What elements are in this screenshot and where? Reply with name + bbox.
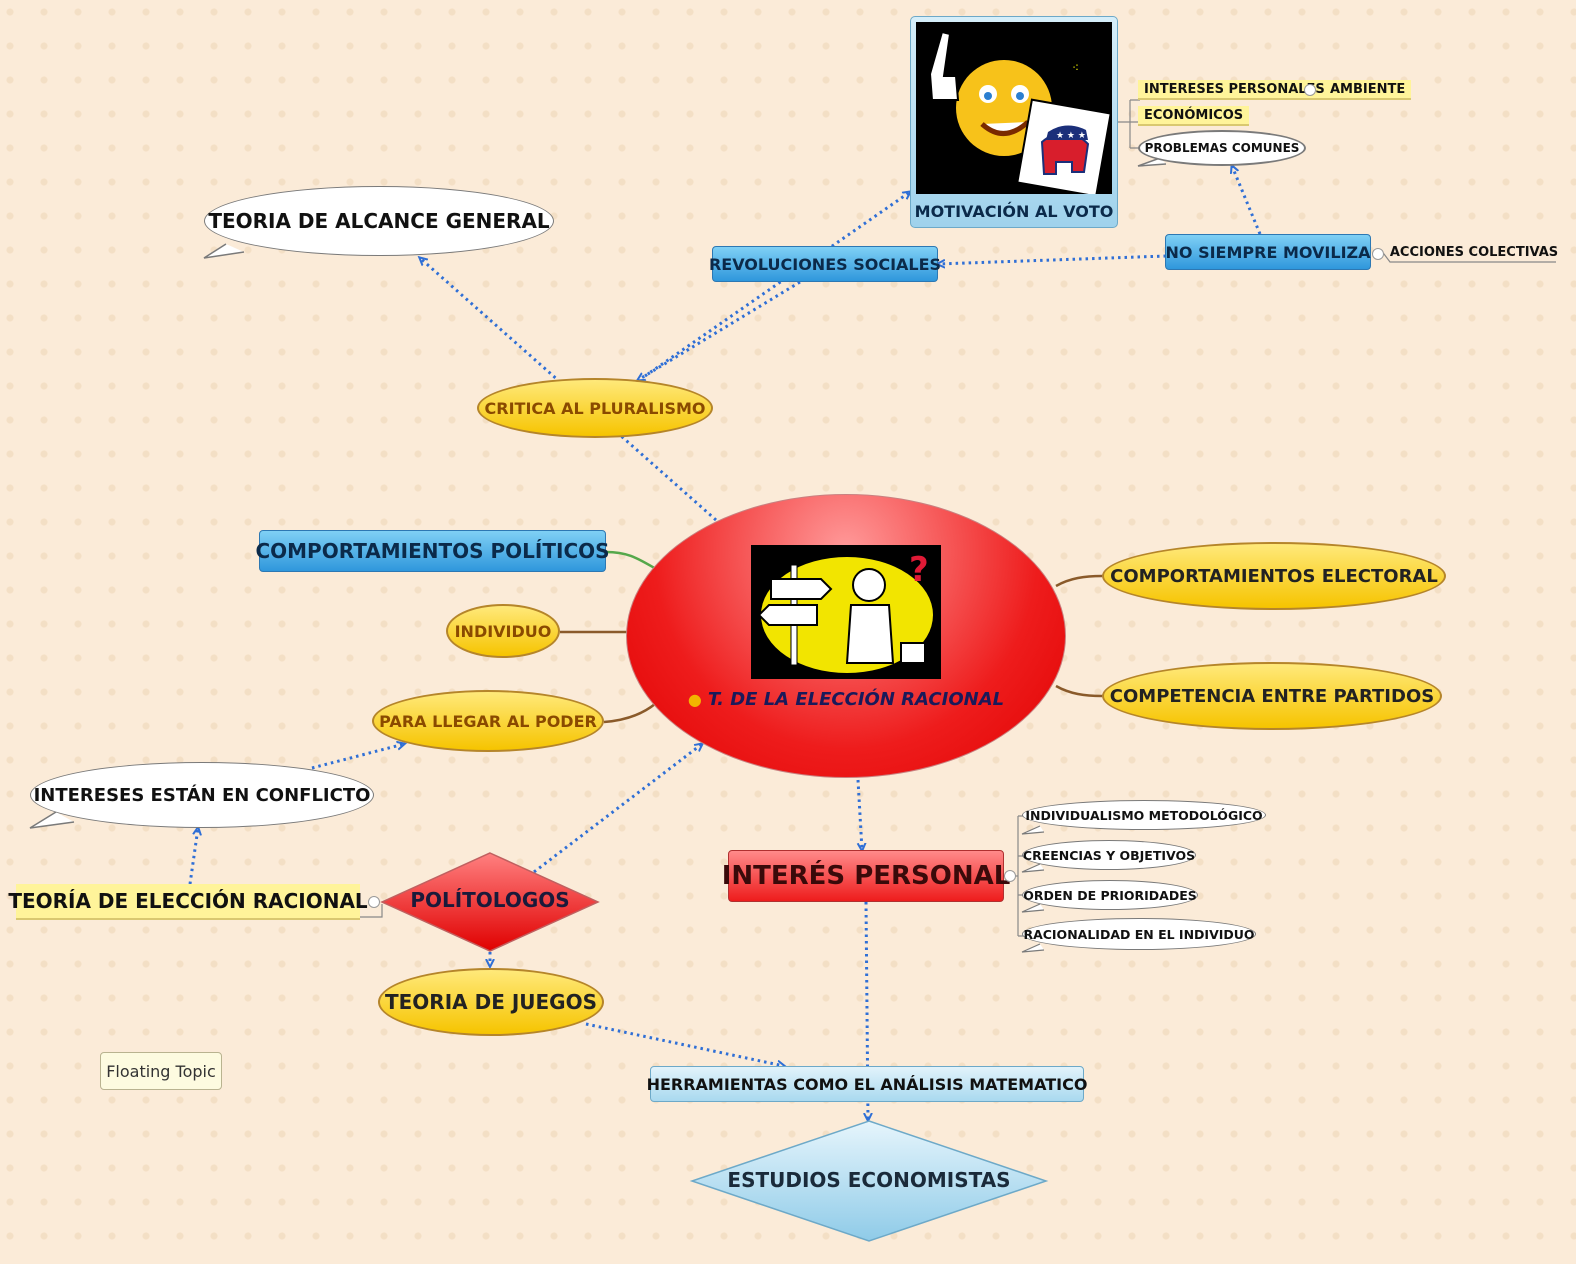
branch-comportamientos-electoral (1055, 574, 1103, 588)
svg-text:?: ? (909, 550, 929, 590)
relationship-critica-to-motivacion (644, 192, 910, 378)
topic-label: RACIONALIDAD EN EL INDIVIDUO (1023, 926, 1255, 942)
smiley-vote-icon: ★ ★ ★ ⁖ (928, 30, 1112, 194)
topic-label: ESTUDIOS ECONOMISTAS (727, 1168, 1011, 1192)
topic-label: INDIVIDUO (454, 621, 552, 641)
topic-orden-prioridades[interactable]: ORDEN DE PRIORIDADES (1022, 880, 1198, 910)
topic-economicos[interactable]: ECONÓMICOS (1138, 106, 1250, 126)
topic-label: POLÍTOLOGOS (410, 888, 570, 912)
central-picture: ? (751, 544, 941, 679)
relationship-teoria-to-conflicto (188, 828, 198, 885)
topic-comportamientos-electoral[interactable]: COMPORTAMIENTOS ELECTORAL (1102, 542, 1446, 610)
collapse-toggle-moviliza[interactable] (1372, 248, 1384, 260)
topic-label: CREENCIAS Y OBJETIVOS (1022, 847, 1196, 863)
topic-label: HERRAMIENTAS COMO EL ANÁLISIS MATEMATICO (646, 1074, 1088, 1094)
lightbulb-icon: ● (687, 689, 702, 709)
topic-revoluciones-sociales[interactable]: REVOLUCIONES SOCIALES (708, 246, 942, 282)
topic-motivacion-voto[interactable]: ★ ★ ★ ⁖ MOTIVACIÓN AL VOTO (910, 16, 1118, 228)
floating-topic[interactable]: Floating Topic (100, 1052, 222, 1090)
relationship-juegos-to-herramientas (585, 1022, 784, 1066)
topic-comportamientos-politicos[interactable]: COMPORTAMIENTOS POLÍTICOS (255, 530, 610, 572)
diamond-shape (380, 852, 600, 952)
sub-branch-motivacion (1118, 99, 1140, 149)
svg-text:⁖: ⁖ (1072, 61, 1079, 75)
topic-para-llegar-poder[interactable]: PARA LLEGAR AL PODER (372, 690, 604, 752)
topic-label: REVOLUCIONES SOCIALES (708, 254, 942, 274)
relationship-conflicto-to-poder (311, 744, 404, 770)
topic-label: NO SIEMPRE MOVILIZA (1165, 242, 1371, 262)
topic-critica-pluralismo[interactable]: CRITICA AL PLURALISMO (477, 378, 713, 438)
motivacion-picture: ★ ★ ★ ⁖ (916, 22, 1112, 194)
topic-label: ORDEN DE PRIORIDADES (1023, 887, 1197, 903)
topic-label: INTERÉS PERSONAL (721, 861, 1011, 891)
sub-branch-teoria-eleccion (360, 904, 383, 918)
topic-teoria-eleccion-racional[interactable]: TEORÍA DE ELECCIÓN RACIONAL (8, 884, 368, 920)
central-title: ● T. DE LA ELECCIÓN RACIONAL (687, 688, 1005, 710)
topic-problemas-comunes[interactable]: PROBLEMAS COMUNES (1138, 130, 1306, 166)
topic-label: COMPORTAMIENTOS ELECTORAL (1110, 565, 1438, 587)
collapse-toggle-interes[interactable] (1004, 870, 1016, 882)
topic-intereses-personales[interactable]: INTERESES PERSONALES (1138, 80, 1331, 100)
relationship-revoluciones-to-critica (638, 280, 801, 380)
relationship-politologos-to-center (533, 744, 702, 874)
topic-individualismo[interactable]: INDIVIDUALISMO METODOLÓGICO (1022, 800, 1266, 830)
topic-estudios-economistas[interactable]: ESTUDIOS ECONOMISTAS (689, 1120, 1049, 1242)
topic-ambiente[interactable]: AMBIENTE (1324, 80, 1412, 100)
collapse-toggle-intereses[interactable] (1304, 84, 1316, 96)
central-topic[interactable]: ? ● T. DE LA ELECCIÓN RACIONAL (626, 494, 1066, 778)
topic-label: AMBIENTE (1330, 81, 1406, 97)
topic-label: INTERESES ESTÁN EN CONFLICTO (33, 784, 371, 806)
topic-herramientas[interactable]: HERRAMIENTAS COMO EL ANÁLISIS MATEMATICO (647, 1066, 1087, 1102)
collapse-toggle-teoria[interactable] (368, 896, 380, 908)
topic-label: MOTIVACIÓN AL VOTO (914, 202, 1114, 221)
topic-interes-personal[interactable]: INTERÉS PERSONAL (722, 850, 1010, 902)
topic-label: TEORIA DE ALCANCE GENERAL (208, 209, 550, 233)
topic-no-siempre-moviliza[interactable]: NO SIEMPRE MOVILIZA (1165, 234, 1371, 270)
topic-label: INDIVIDUALISMO METODOLÓGICO (1025, 807, 1263, 823)
topic-racionalidad[interactable]: RACIONALIDAD EN EL INDIVIDUO (1022, 918, 1256, 950)
topic-acciones-colectivas[interactable]: ACCIONES COLECTIVAS (1389, 242, 1559, 262)
topic-individuo[interactable]: INDIVIDUO (446, 604, 560, 658)
topic-label: TEORIA DE JUEGOS (385, 990, 597, 1014)
topic-label: PROBLEMAS COMUNES (1144, 141, 1300, 155)
signpost-detective-icon: ? (757, 550, 933, 673)
topic-intereses-conflicto[interactable]: INTERESES ESTÁN EN CONFLICTO (30, 762, 374, 828)
diamond-shape (689, 1120, 1049, 1242)
topic-label: PARA LLEGAR AL PODER (379, 711, 597, 731)
branch-competencia-partidos (1055, 684, 1103, 698)
topic-label: TEORÍA DE ELECCIÓN RACIONAL (8, 889, 368, 913)
relationship-moviliza-to-revoluciones (938, 254, 1167, 264)
topic-politologos[interactable]: POLÍTOLOGOS (380, 852, 600, 952)
topic-competencia-partidos[interactable]: COMPETENCIA ENTRE PARTIDOS (1102, 662, 1442, 730)
topic-creencias[interactable]: CREENCIAS Y OBJETIVOS (1022, 840, 1196, 870)
relationship-center-to-alcance (420, 258, 717, 522)
topic-label: CRITICA AL PLURALISMO (484, 398, 706, 418)
topic-label: Floating Topic (106, 1061, 216, 1081)
topic-label: ACCIONES COLECTIVAS (1389, 244, 1559, 260)
topic-teoria-alcance-general[interactable]: TEORIA DE ALCANCE GENERAL (204, 186, 554, 256)
topic-label: COMPETENCIA ENTRE PARTIDOS (1109, 685, 1435, 707)
topic-teoria-juegos[interactable]: TEORIA DE JUEGOS (378, 968, 604, 1036)
topic-label: ECONÓMICOS (1144, 107, 1244, 123)
topic-label: INTERESES PERSONALES (1144, 81, 1325, 97)
branch-para-llegar-poder (603, 703, 656, 724)
topic-label: COMPORTAMIENTOS POLÍTICOS (255, 539, 610, 563)
svg-text:★ ★ ★: ★ ★ ★ (1056, 131, 1086, 141)
